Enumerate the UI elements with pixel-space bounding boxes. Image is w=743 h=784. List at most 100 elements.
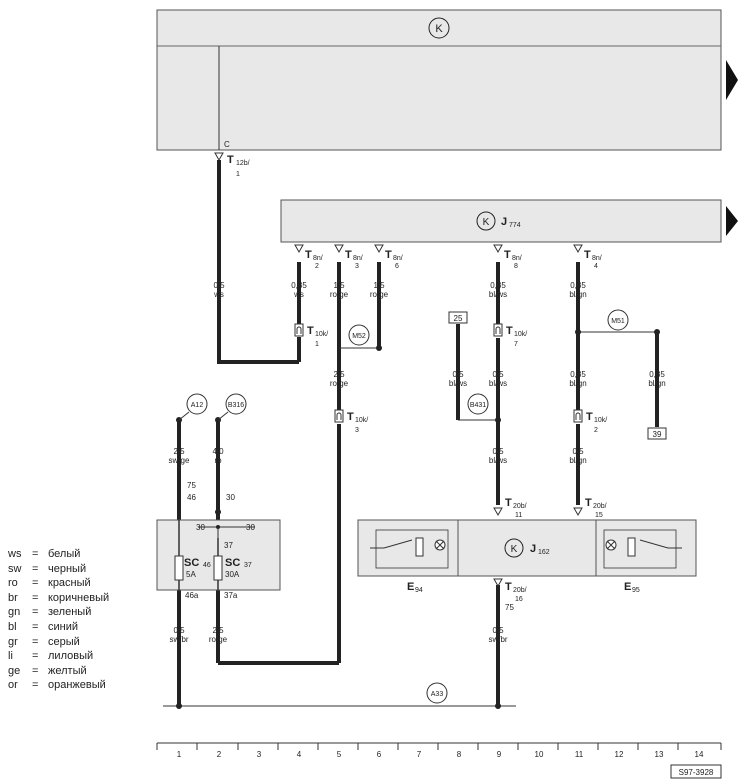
fuse-block: 75 46 30 30 30 37 SC 46 5A SC 37 30A 46a… — [156, 481, 281, 600]
svg-text:J: J — [501, 216, 507, 228]
svg-text:T: T — [506, 325, 513, 337]
svg-text:sw/ge: sw/ge — [169, 456, 190, 465]
svg-text:1: 1 — [315, 341, 319, 348]
svg-text:SC: SC — [184, 557, 199, 569]
svg-text:37a: 37a — [224, 591, 238, 600]
svg-text:T: T — [345, 249, 352, 261]
svg-text:6: 6 — [395, 263, 399, 270]
node-b316: B316 — [215, 393, 247, 423]
svg-text:bl/ws: bl/ws — [449, 379, 467, 388]
svg-text:8n/: 8n/ — [592, 255, 602, 262]
svg-text:46: 46 — [203, 562, 211, 569]
svg-text:E: E — [407, 581, 414, 593]
svg-text:T: T — [585, 497, 592, 509]
svg-text:12b/: 12b/ — [236, 160, 250, 167]
connector-t8n-2: T 8n/ 2 — [305, 249, 323, 270]
svg-text:8n/: 8n/ — [512, 255, 522, 262]
svg-text:1: 1 — [177, 750, 182, 759]
svg-text:7: 7 — [514, 341, 518, 348]
svg-text:bl/gn: bl/gn — [569, 290, 586, 299]
svg-text:2: 2 — [217, 750, 222, 759]
svg-text:0,5: 0,5 — [213, 281, 225, 290]
svg-text:3: 3 — [355, 263, 359, 270]
svg-text:20b/: 20b/ — [513, 587, 527, 594]
svg-text:J: J — [530, 543, 536, 555]
svg-text:SC: SC — [225, 557, 240, 569]
svg-text:M51: M51 — [611, 318, 625, 325]
connector-t8n-4: T 8n/ 4 — [584, 249, 602, 270]
svg-text:bl/gn: bl/gn — [569, 456, 586, 465]
svg-text:4,0: 4,0 — [212, 447, 224, 456]
svg-text:T: T — [505, 581, 512, 593]
svg-text:ro: ro — [214, 456, 222, 465]
svg-text:10k/: 10k/ — [514, 331, 527, 338]
connector-t10k-2: T 10k/ 2 — [573, 409, 607, 434]
svg-text:T: T — [305, 249, 312, 261]
svg-text:0,5: 0,5 — [492, 370, 504, 379]
svg-text:bl/ws: bl/ws — [489, 456, 507, 465]
svg-text:13: 13 — [655, 750, 664, 759]
legend-row: bl=синий — [8, 620, 79, 633]
svg-text:75: 75 — [187, 481, 196, 490]
svg-text:0,5: 0,5 — [492, 447, 504, 456]
svg-text:ws: ws — [293, 290, 304, 299]
svg-text:162: 162 — [538, 549, 550, 556]
column-ruler: 1 2 3 4 5 6 7 8 9 10 11 12 13 14 S97-392… — [156, 742, 722, 779]
connector-t8n-3: T 8n/ 3 — [345, 249, 363, 270]
node-m52: M52 — [348, 324, 382, 351]
svg-text:T: T — [505, 497, 512, 509]
svg-text:K: K — [483, 217, 490, 228]
svg-text:8n/: 8n/ — [393, 255, 403, 262]
svg-text:15: 15 — [595, 512, 603, 519]
svg-text:30A: 30A — [225, 570, 240, 579]
svg-text:bl/gn: bl/gn — [648, 379, 665, 388]
svg-text:1: 1 — [236, 171, 240, 178]
svg-text:39: 39 — [653, 430, 662, 439]
figure-id: S97-3928 — [679, 768, 714, 777]
svg-text:10k/: 10k/ — [315, 331, 328, 338]
legend-row: gr=серый — [8, 635, 80, 648]
svg-text:8n/: 8n/ — [313, 255, 323, 262]
j162-panel: K J 162 — [357, 507, 697, 588]
svg-text:ws: ws — [213, 290, 224, 299]
svg-text:bl/gn: bl/gn — [569, 379, 586, 388]
svg-text:5A: 5A — [186, 570, 196, 579]
svg-text:95: 95 — [632, 587, 640, 594]
label-e95: E 95 — [624, 581, 640, 594]
legend-row: or=оранжевый — [8, 679, 106, 692]
legend-row: br=коричневый — [8, 591, 110, 604]
legend-row: ro=красный — [8, 577, 91, 590]
legend-row: gn=зеленый — [8, 606, 92, 619]
svg-text:E: E — [624, 581, 631, 593]
node-a12: A12 — [176, 393, 208, 423]
svg-text:ro/ge: ro/ge — [209, 635, 228, 644]
connector-t20b-15: T 20b/ 15 — [585, 497, 607, 519]
connector-t8n-6: T 8n/ 6 — [385, 249, 403, 270]
svg-text:0,5: 0,5 — [173, 626, 185, 635]
connector-t20b-16: T 20b/ 16 75 — [505, 581, 527, 612]
svg-text:2,5: 2,5 — [212, 626, 224, 635]
connector-t12b-1: T 12b/ 1 — [214, 152, 250, 178]
svg-text:T: T — [385, 249, 392, 261]
svg-text:774: 774 — [509, 222, 521, 229]
node-m51: M51 — [575, 309, 660, 335]
svg-text:A33: A33 — [431, 691, 444, 698]
box-25: 25 — [448, 311, 468, 324]
svg-text:T: T — [504, 249, 511, 261]
svg-text:8: 8 — [514, 263, 518, 270]
connector-t8n-8: T 8n/ 8 — [504, 249, 522, 270]
svg-text:8n/: 8n/ — [353, 255, 363, 262]
svg-text:sw/br: sw/br — [169, 635, 188, 644]
svg-text:94: 94 — [415, 587, 423, 594]
legend-row: ge=желтый — [8, 664, 87, 677]
svg-text:sw/br: sw/br — [488, 635, 507, 644]
svg-text:30: 30 — [226, 493, 235, 502]
continuation-arrow-j774 — [726, 206, 738, 236]
svg-text:3: 3 — [355, 427, 359, 434]
svg-text:K: K — [511, 544, 518, 555]
legend-row: sw=черный — [8, 562, 87, 575]
svg-text:4: 4 — [297, 750, 302, 759]
svg-text:bl/ws: bl/ws — [489, 379, 507, 388]
svg-text:20b/: 20b/ — [513, 503, 527, 510]
